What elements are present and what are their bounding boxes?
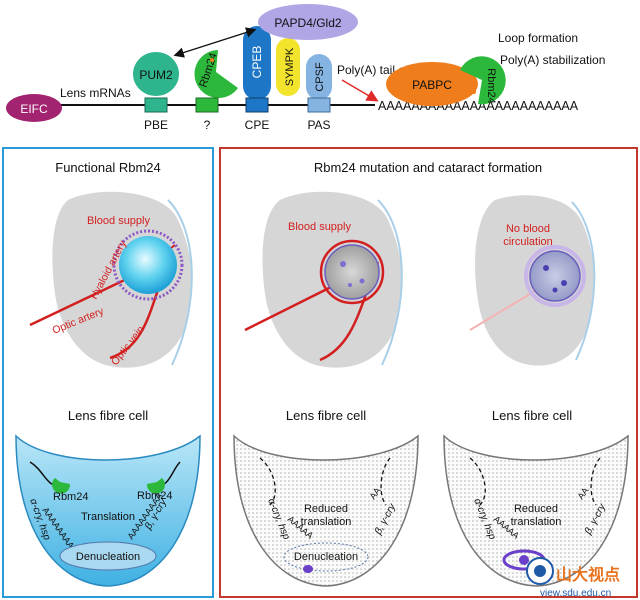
pbe-element [144, 97, 168, 113]
lens-capsule-2 [524, 245, 586, 307]
pum2-label: PUM2 [139, 68, 173, 82]
denucleation-label: Denucleation [76, 551, 140, 563]
left-panel: Functional Rbm24 Blood supply Hyaloid ar… [2, 147, 214, 598]
mutant-lens-vessel-ring [319, 239, 385, 305]
loop-formation-label: Loop formation [498, 31, 578, 45]
reduced-label-1: Reduced [304, 503, 348, 515]
left-fibre-title: Lens fibre cell [68, 408, 148, 423]
interaction-arrow [173, 27, 257, 58]
cornea-arc [167, 199, 193, 366]
mrna-schematic: AAAAAAAAAAAAAAAAAAAAAAAA EIFC Lens mRNAs… [6, 4, 605, 132]
denucleation-zone-mutant [283, 542, 369, 572]
lens-fibre-cell-mutant-2 [443, 434, 629, 587]
lens-healthy [119, 236, 177, 294]
mutant-fibre-title-2: Lens fibre cell [492, 408, 572, 423]
cataract-spot [543, 265, 549, 271]
blood-supply-label: Blood supply [87, 215, 150, 227]
right-panel-title: Rbm24 mutation and cataract formation [314, 160, 542, 175]
cpsf-protein [306, 54, 332, 100]
rbm24-protein [194, 50, 238, 98]
retained-nucleus [519, 555, 529, 565]
cataract-spot [561, 280, 567, 286]
papd4-label: PAPD4/Gld2 [274, 16, 341, 30]
mutant-cornea-arc-2 [571, 201, 596, 361]
pas-label: PAS [307, 118, 330, 132]
watermark-text: 山大视点 [556, 565, 620, 584]
translation-label-2: translation [511, 516, 562, 528]
eifc-label: EIFC [20, 102, 48, 116]
cataract-lens-2 [529, 250, 581, 302]
cpeb-label: CPEB [250, 46, 264, 79]
translation-label-1: translation [301, 516, 352, 528]
pabpc-protein [386, 62, 478, 106]
cataract-spot [340, 261, 346, 267]
rbm24-left-label: Rbm24 [53, 491, 88, 503]
watermark-logo-core [534, 565, 546, 577]
polya-stabilization-label: Poly(A) stabilization [500, 53, 605, 67]
papd4-protein [258, 4, 358, 40]
right-panel: Rbm24 mutation and cataract formation Bl… [219, 147, 638, 598]
pbe-label: PBE [144, 118, 168, 132]
mrna-strands-dashed [259, 457, 391, 506]
rbm24-protein-right [460, 56, 506, 105]
watermark-url: view.sdu.edu.cn [540, 588, 611, 599]
cataract-lens [324, 244, 380, 300]
pum2-protein [133, 52, 179, 96]
pabpc-label: PABPC [412, 78, 452, 92]
right-panel-border [219, 147, 638, 598]
mutant-denucleation-label: Denucleation [294, 551, 358, 563]
eifc-cap [6, 94, 62, 122]
rbm24-left-pacman [52, 478, 71, 494]
left-panel-title: Functional Rbm24 [55, 160, 161, 175]
nucleus [303, 565, 313, 573]
translation-label: Translation [81, 511, 135, 523]
elongation-arrow [341, 79, 379, 102]
cpsf-label: CPSF [314, 62, 326, 92]
denucleation-zone [59, 541, 157, 571]
cataract-spot [348, 283, 352, 287]
rbm24-right-pacman [146, 478, 165, 494]
reduced-label-2: Reduced [514, 503, 558, 515]
rbm24-right-label: Rbm24 [137, 490, 172, 502]
lens-capsule [112, 229, 184, 301]
mutant-cornea-arc [377, 199, 403, 366]
mutant-fibre-title-1: Lens fibre cell [286, 408, 366, 423]
lens-fibre-cell-healthy [15, 434, 201, 587]
no-blood-label-2: circulation [503, 236, 553, 248]
rbm24-dot [210, 58, 214, 62]
pas-element [307, 97, 331, 113]
lens-mrnas-label: Lens mRNAs [60, 86, 131, 100]
mrna-strands-dashed-2 [469, 457, 601, 506]
cataract-spot [552, 287, 558, 293]
rbm24-right-label: Rbm24 [485, 68, 497, 103]
cpe-element [245, 97, 269, 113]
cataract-spot [359, 278, 365, 284]
sympk-protein [276, 38, 300, 96]
rbm24-right-dot [472, 90, 476, 94]
question-label: ? [204, 118, 211, 132]
unknown-element [195, 97, 219, 113]
sympk-label: SYMPK [284, 47, 296, 86]
no-blood-label-1: No blood [506, 223, 550, 235]
left-panel-border [2, 147, 214, 598]
cpe-label: CPE [245, 118, 270, 132]
lens-fibre-cell-mutant-1 [233, 434, 419, 587]
mutant-blood-supply-label: Blood supply [288, 221, 351, 233]
watermark: 山大视点 view.sdu.edu.cn [526, 557, 620, 599]
